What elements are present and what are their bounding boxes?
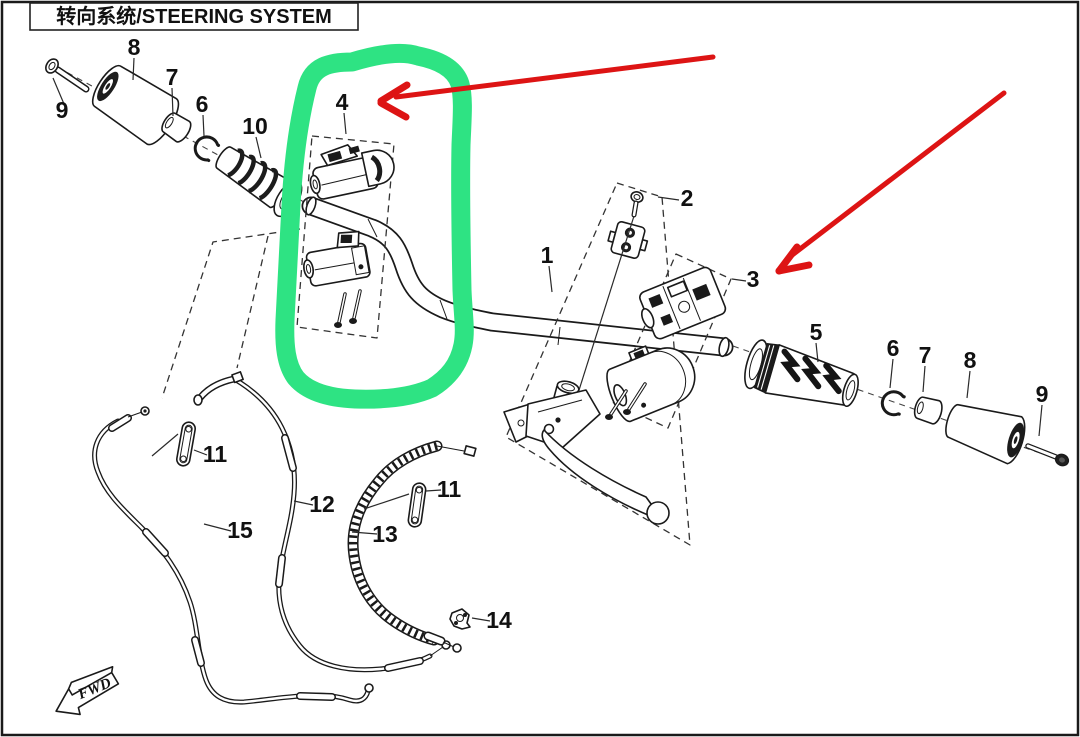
cable-bracket-11-left — [176, 421, 196, 467]
part-label-9: 9 — [1036, 381, 1049, 407]
part2-lever-dashed-box — [505, 182, 691, 546]
part-label-8: 8 — [964, 347, 977, 373]
switch-left-lower — [303, 230, 371, 287]
switch-right-lower — [606, 345, 696, 423]
part-label-15: 15 — [227, 517, 253, 543]
part-label-1: 1 — [541, 242, 554, 268]
part-label-7: 7 — [166, 64, 179, 90]
pivot-bolt — [630, 191, 644, 218]
part4-cable-leader-a — [161, 228, 301, 399]
switch-right-upper — [639, 266, 727, 340]
circlip-right — [880, 390, 906, 417]
red-arrow-to-part4 — [377, 54, 716, 121]
circlip-left — [193, 135, 221, 163]
bolt-right — [1025, 443, 1070, 467]
part-label-9: 9 — [56, 97, 69, 123]
grip-right — [744, 339, 859, 408]
pivot-axis-line — [573, 215, 635, 407]
switch-screws-left — [334, 289, 362, 328]
bolt-left — [45, 58, 90, 93]
fwd-arrow: FWD — [55, 666, 120, 716]
part-label-6: 6 — [196, 91, 209, 117]
brake-hose-13 — [347, 440, 477, 653]
part-label-2: 2 — [681, 185, 694, 211]
part-label-8: 8 — [128, 34, 141, 60]
bar-end-weight-right — [945, 403, 1026, 465]
part-label-4: 4 — [336, 89, 349, 115]
switch-screws-right — [605, 382, 647, 420]
cap-left — [161, 112, 192, 143]
part-label-11: 11 — [437, 476, 462, 502]
part-label-10: 10 — [242, 113, 268, 139]
part-label-14: 14 — [486, 607, 512, 633]
throttle-cable-15 — [92, 406, 374, 705]
part4-dashed-box — [296, 135, 395, 339]
page-title: 转向系统/STEERING SYSTEM — [56, 4, 332, 28]
part-label-5: 5 — [810, 319, 823, 345]
green-highlight-circle — [275, 43, 474, 409]
bar-end-weight-left — [91, 64, 180, 146]
throttle-cable-12 — [193, 371, 451, 673]
pivot-clamp — [607, 221, 649, 259]
leader-lines — [52, 57, 1043, 622]
part-label-11: 11 — [203, 441, 228, 467]
part-label-6: 6 — [887, 335, 900, 361]
switch-left-upper — [309, 144, 395, 200]
part-label-12: 12 — [309, 491, 335, 517]
cable-clamp-14 — [449, 608, 471, 630]
cable-bracket-11-right — [407, 482, 427, 528]
red-arrow-to-part3 — [775, 90, 1007, 275]
title-box: 转向系统/STEERING SYSTEM — [29, 2, 359, 31]
part-label-13: 13 — [372, 521, 398, 547]
part4-cable-leader-b — [236, 235, 269, 369]
part-label-3: 3 — [747, 266, 760, 292]
brake-lever-assembly — [503, 380, 670, 525]
cap-right — [913, 396, 943, 425]
part-label-7: 7 — [919, 342, 932, 368]
